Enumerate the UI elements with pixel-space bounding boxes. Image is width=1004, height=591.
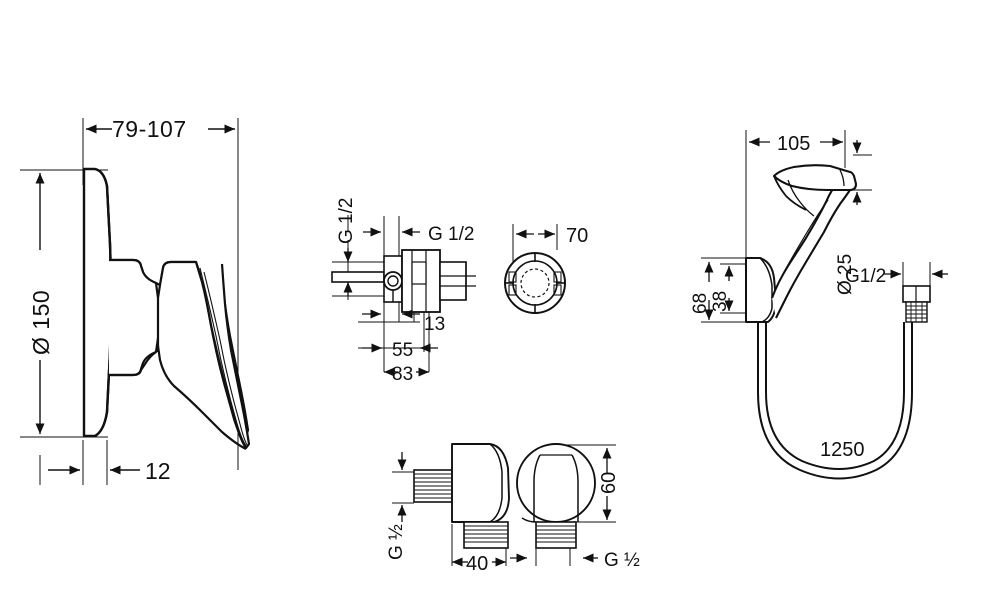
- dim-label-g12-hose: G1/2: [845, 266, 886, 287]
- outlet-body-curve: [489, 443, 503, 523]
- view-mixer-side: 79-107 Ø 150 12: [20, 116, 251, 485]
- valve-front-spokes: [505, 253, 565, 313]
- dim-60: 60: [598, 448, 620, 520]
- hose-ferrule-lines: [906, 302, 927, 322]
- dim-label-55: 55: [392, 340, 413, 361]
- shower-head-highlight: [787, 179, 815, 217]
- valve-front-inner-circle: [520, 268, 550, 298]
- dim-55: 55: [362, 309, 438, 361]
- shower-extension-lines: [701, 130, 931, 323]
- view-valve-body: G 1/2 G 1/2: [331, 198, 476, 385]
- outlet-front-slot-right: [571, 454, 579, 522]
- valve-body-geometry: [331, 249, 476, 313]
- shower-handle-highlight: [783, 199, 829, 273]
- outlet-front-slot-left: [533, 454, 541, 522]
- dim-25: Ø 25: [835, 140, 862, 295]
- dim-label-13: 13: [424, 314, 445, 335]
- mixer-handle-highlight-1: [199, 267, 247, 447]
- dim-70: 70: [516, 225, 588, 247]
- outlet-inlet-thread-lines: [414, 473, 452, 499]
- outlet-front-geometry: [516, 443, 596, 549]
- valve-cartridge: [439, 261, 467, 301]
- valve-front-extension-lines: [512, 224, 558, 268]
- dim-label-12: 12: [145, 458, 171, 484]
- dim-g12-hose: G1/2: [845, 266, 948, 287]
- shower-head-neck: [773, 175, 807, 211]
- dim-g12-top: G 1/2: [363, 224, 474, 245]
- mixer-handle: [156, 260, 251, 450]
- dim-label-40: 40: [466, 553, 488, 575]
- dim-label-79-107: 79-107: [112, 116, 187, 142]
- dim-label-105: 105: [777, 133, 810, 155]
- outlet-front-circle: [516, 443, 596, 523]
- view-hand-shower: 105 Ø 25 68 38 G1/2: [690, 130, 948, 480]
- valve-cyl-window: [411, 261, 427, 285]
- dim-label-70: 70: [566, 225, 588, 247]
- dim-label-68: 68: [690, 293, 711, 314]
- dim-12: 12: [48, 458, 171, 484]
- shower-spray-head: [772, 164, 858, 192]
- dim-label-60: 60: [598, 472, 620, 494]
- hose-ferrule: [905, 301, 928, 323]
- dim-outlet-outlet: G ½: [510, 550, 640, 571]
- outlet-front-thread-lines: [536, 525, 576, 543]
- dim-label-g-half-outlet-right: G ½: [604, 550, 640, 571]
- shower-hose-outer: [757, 322, 913, 480]
- dim-label-38: 38: [710, 291, 731, 312]
- outlet-bottom-thread-lines: [464, 525, 508, 543]
- outlet-front-fillet-left: [521, 517, 537, 523]
- outlet-side-geometry: [413, 443, 510, 549]
- dim-40: 40: [452, 553, 506, 575]
- dim-105: 105: [749, 133, 843, 155]
- dim-150: Ø 150: [28, 173, 54, 434]
- dim-68-38: 68 38: [690, 262, 734, 320]
- dim-label-25: Ø 25: [835, 254, 856, 295]
- dim-label-150: Ø 150: [28, 290, 54, 355]
- valve-port-inner: [387, 275, 399, 287]
- dim-outlet-inlet: G ½: [386, 452, 407, 560]
- view-valve-front: 70: [504, 224, 588, 314]
- outlet-body: [451, 443, 510, 523]
- shower-hose-inner: [765, 322, 905, 470]
- dim-label-g12-left: G 1/2: [336, 198, 357, 244]
- dim-79-107: 79-107: [86, 116, 235, 142]
- mixer-handle-highlight-2: [203, 271, 249, 448]
- dim-label-g-half-outlet-left: G ½: [386, 524, 407, 560]
- dim-label-1250: 1250: [820, 439, 865, 461]
- dim-label-g12-top: G 1/2: [428, 224, 474, 245]
- valve-inlet-pipe: [331, 271, 385, 283]
- dim-label-83: 83: [392, 364, 413, 385]
- view-wall-outlet: G ½: [386, 443, 640, 575]
- dim-83: 83: [384, 364, 429, 385]
- mixer-body-skirt: [109, 351, 157, 377]
- mixer-handle-underside: [156, 345, 247, 450]
- valve-front-lugs: [508, 271, 562, 296]
- shower-head-rim: [839, 169, 845, 187]
